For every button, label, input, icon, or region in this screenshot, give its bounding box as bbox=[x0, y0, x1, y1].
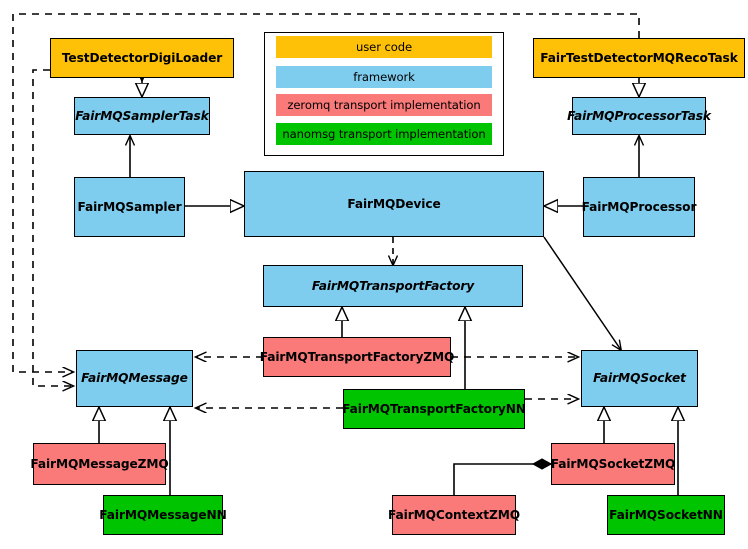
edge-contextzmq-to-socketzmq bbox=[453, 464, 551, 495]
class-node-fairmq-processor[interactable]: FairMQProcessor bbox=[582, 177, 696, 237]
class-node-fairmq-context-zmq[interactable]: FairMQContextZMQ bbox=[388, 495, 520, 535]
class-node-fairmq-sampler-task[interactable]: FairMQSamplerTask bbox=[74, 97, 210, 135]
edge-digiloader-to-message bbox=[32, 69, 73, 386]
legend-item-3: nanomsg transport implementation bbox=[276, 123, 492, 145]
class-node-fairmq-sampler[interactable]: FairMQSampler bbox=[74, 177, 185, 237]
class-node-fairmq-socket[interactable]: FairMQSocket bbox=[581, 350, 698, 407]
class-node-fairmq-processor-task[interactable]: FairMQProcessorTask bbox=[567, 97, 711, 135]
class-node-fairmq-socket-nn[interactable]: FairMQSocketNN bbox=[607, 495, 725, 535]
class-node-fairmq-transport-factory[interactable]: FairMQTransportFactory bbox=[263, 265, 523, 307]
class-node-test-detector-digi-loader[interactable]: TestDetectorDigiLoader bbox=[50, 38, 234, 78]
edge-device-to-socket bbox=[543, 236, 621, 350]
class-node-fair-test-detector-mq-reco-task[interactable]: FairTestDetectorMQRecoTask bbox=[533, 38, 745, 78]
class-node-fairmq-transport-factory-zmq[interactable]: FairMQTransportFactoryZMQ bbox=[260, 337, 454, 377]
class-node-fairmq-message[interactable]: FairMQMessage bbox=[76, 350, 193, 407]
legend-item-0: user code bbox=[276, 36, 492, 58]
class-node-fairmq-message-zmq[interactable]: FairMQMessageZMQ bbox=[30, 443, 169, 485]
legend-item-1: framework bbox=[276, 66, 492, 88]
class-node-fairmq-device[interactable]: FairMQDevice bbox=[244, 171, 544, 237]
legend-item-2: zeromq transport implementation bbox=[276, 94, 492, 116]
class-node-fairmq-message-nn[interactable]: FairMQMessageNN bbox=[99, 495, 227, 535]
class-node-fairmq-transport-factory-nn[interactable]: FairMQTransportFactoryNN bbox=[342, 389, 526, 429]
class-node-fairmq-socket-zmq[interactable]: FairMQSocketZMQ bbox=[551, 443, 675, 485]
